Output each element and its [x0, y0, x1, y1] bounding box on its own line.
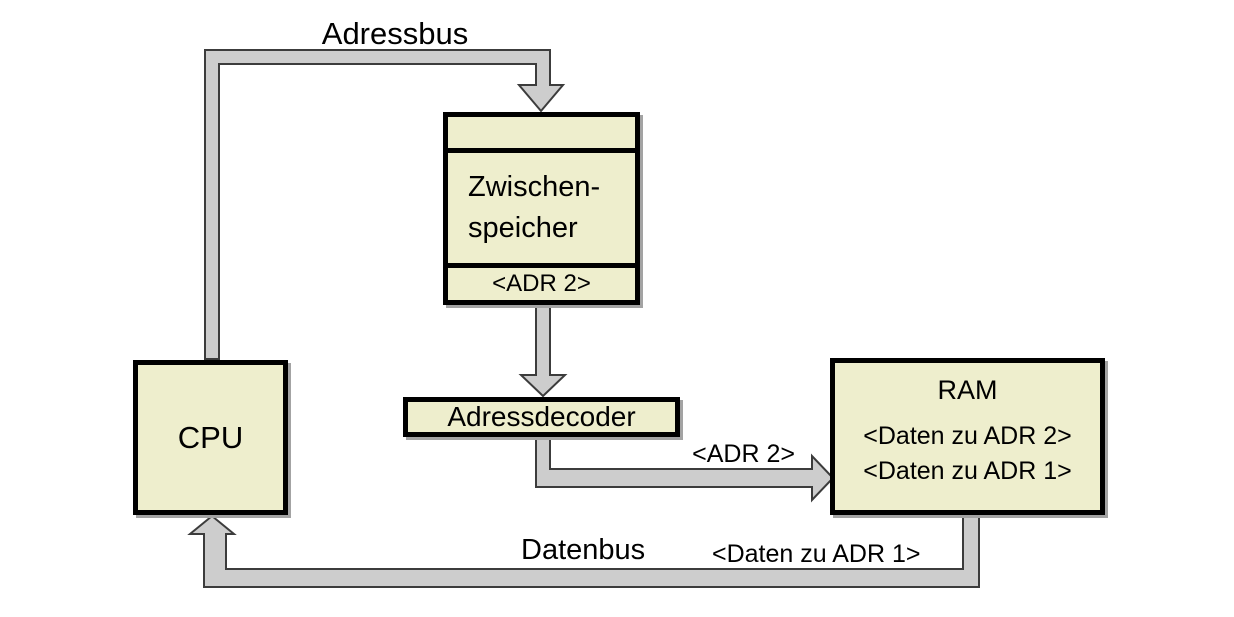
zwischenspeicher-label-line1: Zwischen-: [468, 171, 601, 203]
ram-label: RAM: [937, 375, 998, 405]
zwischenspeicher-label-line2: speicher: [468, 212, 578, 244]
ram-box: RAM <Daten zu ADR 2> <Daten zu ADR 1>: [830, 358, 1105, 515]
ram-data-row-adr1: <Daten zu ADR 1>: [863, 457, 1072, 485]
adressbus-connector: [204, 49, 566, 360]
adr2-bus-label: <ADR 2>: [692, 440, 795, 468]
daten-zu-adr1-bus-label: <Daten zu ADR 1>: [712, 540, 921, 568]
adressdecoder-to-ram-connector: [535, 434, 835, 503]
cpu-label: CPU: [177, 419, 244, 455]
datenbus-label: Datenbus: [521, 534, 646, 566]
adressdecoder-box: Adressdecoder: [403, 397, 680, 437]
adressbus-label: Adressbus: [321, 16, 469, 51]
zwischenspeicher-label: Zwischen- speicher: [448, 153, 635, 268]
zwischenspeicher-empty-slot: [448, 117, 635, 153]
zwischenspeicher-adr2-slot: <ADR 2>: [492, 270, 591, 297]
cpu-box: CPU: [133, 360, 288, 515]
adressdecoder-label: Adressdecoder: [447, 401, 636, 432]
zwischenspeicher-box: Zwischen- speicher <ADR 2>: [443, 112, 640, 305]
ram-data-row-adr2: <Daten zu ADR 2>: [863, 422, 1072, 450]
zwischenspeicher-to-adressdecoder-connector: [518, 302, 568, 398]
